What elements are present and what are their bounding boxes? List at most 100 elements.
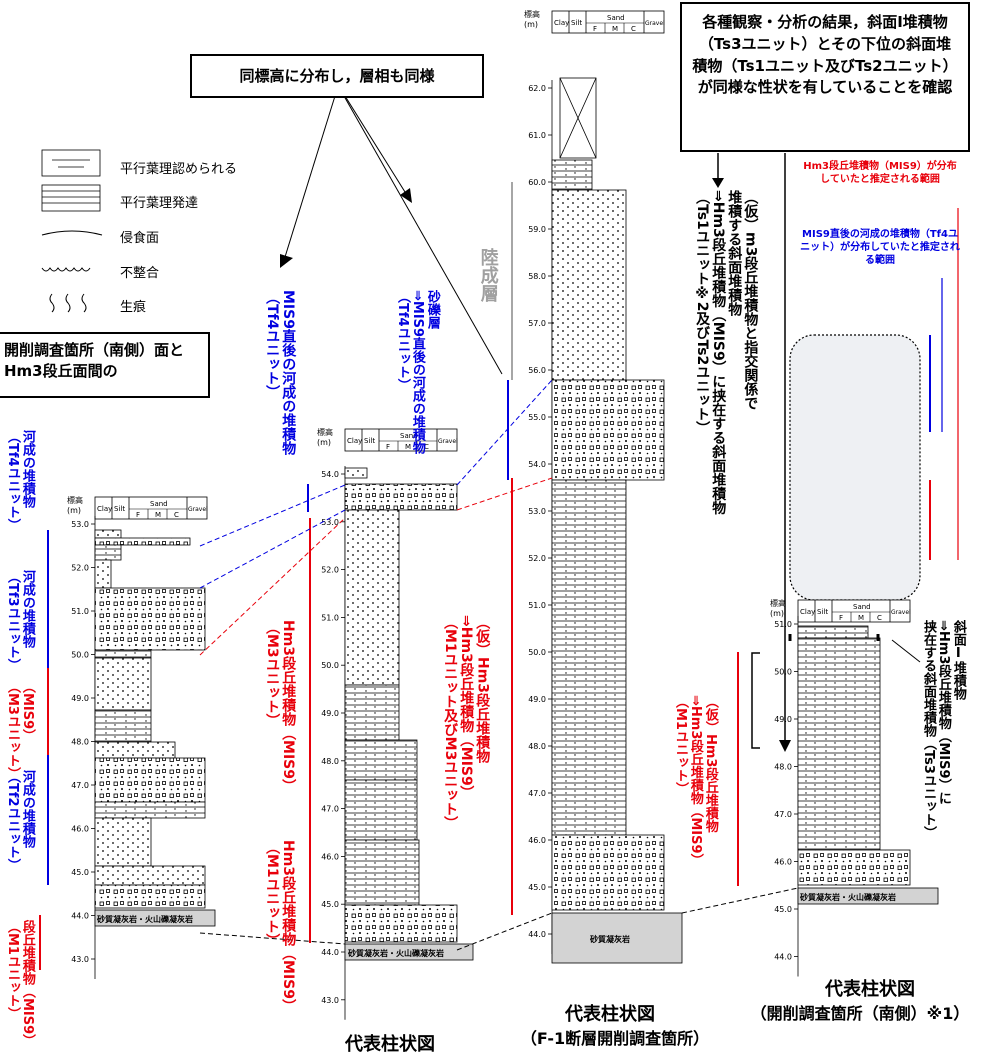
tie-blue-c2-c3-top: [456, 379, 553, 486]
c4-ts-line3: ⇒Hm3段丘堆積物（MIS9）に挟在する斜面堆積物: [710, 190, 727, 515]
c4-tick-label-0: 51.0: [774, 620, 792, 629]
c2-base-label: 砂質凝灰岩・火山礫凝灰岩: [347, 948, 444, 958]
c4-tick-label-5: 46.0: [774, 858, 792, 867]
c4-m1-line3: （M1ユニット）: [672, 695, 688, 795]
c3-tick-label-9: 53.0: [528, 507, 546, 516]
arrow-confirm-right-head: [779, 740, 791, 752]
c3-header-f: F: [593, 25, 597, 33]
c3-tick-label-1: 61.0: [528, 131, 546, 140]
c4-elev-unit: (m): [770, 609, 784, 618]
c2-bed-6: [344, 839, 420, 906]
c1-bed-11: [94, 817, 152, 867]
c3-tick-label-2: 60.0: [528, 178, 546, 187]
blue-range-note: MIS9直後の河成の堆積物（Tf4ユニット）が分布していたと推定される範囲: [800, 229, 960, 266]
c2-header-clay: Clay: [347, 437, 362, 445]
c1-tick-label-10: 43.0: [71, 955, 89, 964]
c1-tick-label-3: 50.0: [71, 651, 89, 660]
arrow-same-right-head: [400, 188, 412, 203]
c2-tick-label-1: 53.0: [321, 518, 339, 527]
c2-tf4-label: MIS9直後の河成の堆積物（Tf4ユニット）: [264, 290, 296, 455]
c1-m3-line2: （M3ユニット）: [4, 680, 20, 780]
c1-tick-label-8: 45.0: [71, 868, 89, 877]
left-note-text: 開削調査箇所（南側）面とHm3段丘面間の: [4, 341, 185, 380]
arrow-same-col3: [343, 95, 503, 375]
c4-base-rock: [797, 887, 939, 905]
tie-red-c2-c3: [456, 477, 553, 511]
c3-tick-label-16: 46.0: [528, 836, 546, 845]
c4-header-clay: Clay: [800, 608, 815, 616]
c2-bed-2: [344, 509, 400, 686]
c3-m13-line1: （仮）Hm3段丘堆積物: [474, 615, 491, 764]
legend-trace-icon-2: [81, 293, 87, 313]
c1-bed-5: [94, 649, 152, 659]
legend-erosion-icon: [41, 230, 103, 236]
c2-m3-line1: Hm3段丘堆積物（MIS9）: [280, 620, 297, 794]
c2-tick-label-11: 43.0: [321, 996, 339, 1005]
confirm-callout: 各種観察・分析の結果，斜面Ⅰ堆積物（Ts3ユニット）とその下位の斜面堆積物（Ts…: [680, 2, 970, 152]
c2-bed-5: [344, 779, 418, 841]
confirm-text: 各種観察・分析の結果，斜面Ⅰ堆積物（Ts3ユニット）とその下位の斜面堆積物（Ts…: [692, 13, 958, 97]
c2-header-m: M: [405, 443, 411, 451]
c3-elev-unit: (m): [524, 20, 538, 29]
c3-header-gravel: Gravel: [645, 20, 665, 27]
c4-tick-label-4: 47.0: [774, 810, 792, 819]
c3-tick-label-12: 50.0: [528, 648, 546, 657]
c4-bed-0: [797, 625, 869, 639]
c2-elev-label: 標高: [317, 427, 333, 437]
c1-tf3-line2: （Tf3ユニット）: [4, 570, 20, 672]
c1-tick-label-2: 51.0: [71, 607, 89, 616]
c4-header-gravel: Gravel: [891, 609, 911, 616]
tie-red-c1-c2: [199, 517, 346, 656]
c4-tick-label-3: 48.0: [774, 763, 792, 772]
c2-bed-3: [344, 684, 400, 741]
c1-tick-label-6: 47.0: [71, 781, 89, 790]
c2-m1-label: Hm3段丘堆積物（MIS9）（M1ユニット）: [264, 840, 296, 1013]
c3-caption2: （F-1断層開削調査箇所）: [520, 1029, 710, 1048]
c2-header-sand: Sand: [400, 432, 418, 440]
c1-tf2-line2: （Tf2ユニット）: [4, 770, 20, 872]
c2-m1-line1: Hm3段丘堆積物（MIS9）: [280, 840, 297, 1014]
c1-header-gravel: Gravel: [188, 506, 208, 513]
c4-black-bracket: [751, 652, 760, 749]
c3-bed-0: [551, 159, 593, 191]
c2-header-silt: Silt: [364, 437, 375, 445]
c4-m1-label: （仮）Hm3段丘堆積物⇒Hm3段丘堆積物（MIS9）（M1ユニット）: [672, 695, 718, 867]
c1-base-label: 砂質凝灰岩・火山礫凝灰岩: [96, 914, 193, 924]
c1-header-clay: Clay: [97, 505, 112, 513]
c3-elev-label: 標高: [524, 9, 540, 19]
left-note-box: 開削調査箇所（南側）面とHm3段丘面間の: [0, 332, 210, 398]
c2-base-rock: [344, 943, 474, 961]
legend-trace-icon-0: [49, 293, 55, 313]
c4-caption2: （開削調査箇所（南側）※1）: [750, 1004, 970, 1023]
c4-elev-label: 標高: [770, 598, 786, 608]
c1-bed-4: [94, 587, 206, 651]
c4-base-label: 砂質凝灰岩・火山礫凝灰岩: [799, 892, 896, 902]
c4-slope-line2: ⇒Hm3段丘堆積物（MIS9）に: [935, 620, 951, 805]
legend-label-trace: 生痕: [120, 300, 147, 315]
red-range-note: Hm3段丘堆積物（MIS9）が分布していたと推定される範囲: [803, 161, 957, 185]
legend-label-dense: 平行葉理発達: [120, 196, 199, 211]
c3-base-rock: [551, 912, 683, 964]
c3-tick-label-5: 57.0: [528, 319, 546, 328]
c3-tf4-line1: ⇒MIS9直後の河成の堆積物: [409, 290, 425, 455]
c1-tf4-line2: （Tf4ユニット）: [4, 430, 20, 532]
legend-label-unconformity: 不整合: [120, 266, 160, 281]
c2-bed-1: [344, 483, 458, 511]
c3-gravel-line: 砂礫層: [424, 290, 440, 329]
c3-tick-label-4: 58.0: [528, 272, 546, 281]
c3-bed-2: [551, 379, 665, 481]
c1-tf3-label: 河成の堆積物（Tf3ユニット）: [4, 570, 35, 672]
c1-bed-3: [94, 559, 112, 589]
c2-tick-label-4: 50.0: [321, 661, 339, 670]
c4-tick-label-2: 49.0: [774, 715, 792, 724]
c4-bed-1: [797, 637, 881, 851]
c1-tick-label-9: 44.0: [71, 912, 89, 921]
c1-tick-label-0: 53.0: [71, 520, 89, 529]
c4-estimated-range-box: [789, 334, 921, 601]
arrow-same-left-head: [280, 254, 293, 268]
tie-blue-c1-c2-bottom: [199, 509, 346, 589]
c4-header-m: M: [858, 614, 864, 622]
c3-no-core-x2: [559, 77, 597, 159]
c2-tick-label-9: 45.0: [321, 900, 339, 909]
